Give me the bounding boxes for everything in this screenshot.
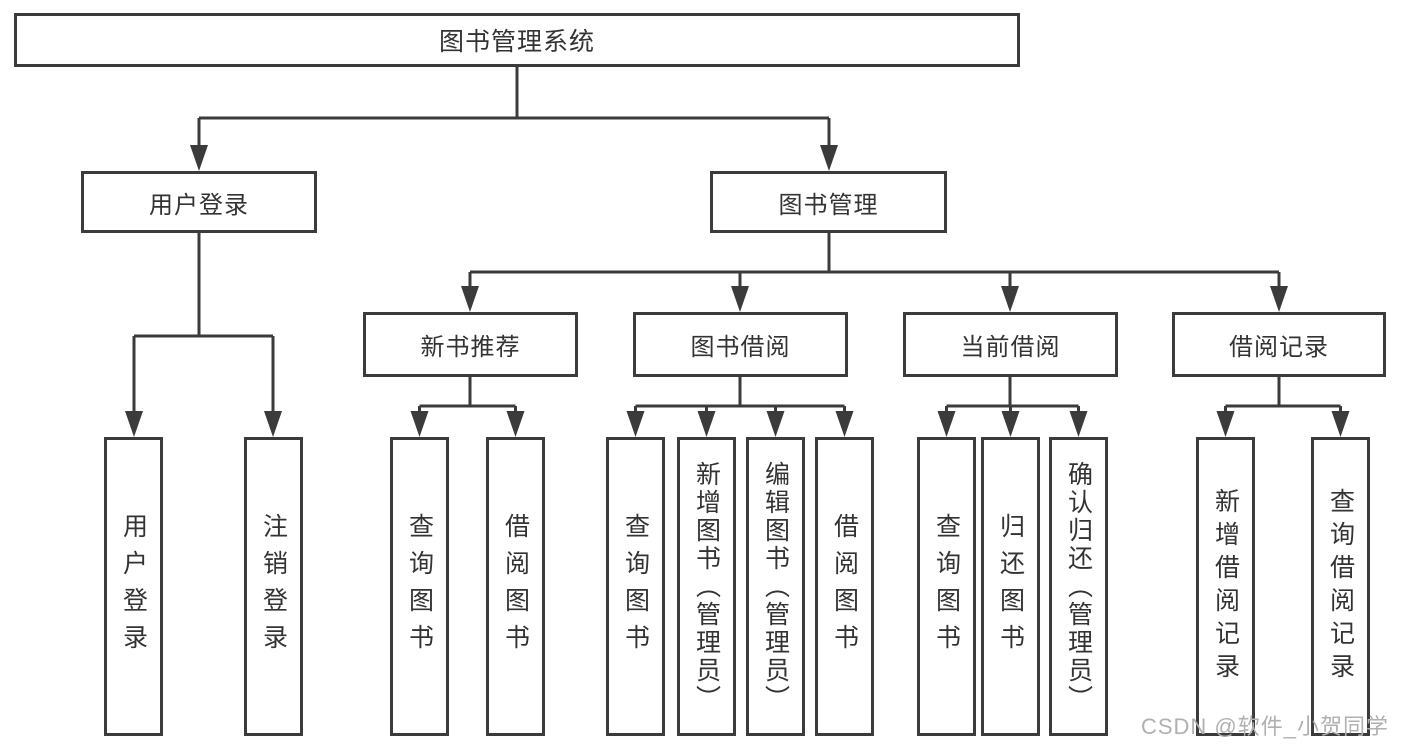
node-label: 新增图书（管理员） bbox=[692, 460, 721, 713]
node-label: 归还图书 bbox=[996, 512, 1025, 661]
node-new-book-recommendation: 新书推荐 bbox=[363, 312, 578, 377]
leaf-query-borrow-record: 查询借阅记录 bbox=[1311, 437, 1370, 736]
node-label: 新书推荐 bbox=[420, 334, 521, 361]
node-current-borrowing: 当前借阅 bbox=[903, 312, 1118, 377]
node-label: 查询图书 bbox=[932, 512, 961, 661]
node-label: 查询图书 bbox=[405, 512, 434, 661]
node-borrowing-records: 借阅记录 bbox=[1172, 312, 1386, 377]
node-label: 确认归还（管理员） bbox=[1064, 460, 1093, 713]
leaf-query-books-3: 查询图书 bbox=[917, 437, 976, 736]
leaf-add-borrow-record: 新增借阅记录 bbox=[1196, 437, 1255, 736]
leaf-borrow-books-2: 借阅图书 bbox=[815, 437, 874, 736]
node-label: 借阅记录 bbox=[1229, 334, 1329, 361]
csdn-watermark: CSDN @软件_小贺同学 bbox=[1140, 714, 1389, 739]
node-label: 编辑图书（管理员） bbox=[761, 460, 790, 713]
node-library-management-system: 图书管理系统 bbox=[14, 13, 1020, 67]
leaf-logout: 注销登录 bbox=[244, 437, 303, 736]
node-label: 图书管理 bbox=[778, 191, 879, 219]
leaf-add-book-admin: 新增图书（管理员） bbox=[677, 437, 736, 736]
node-label: 新增借阅记录 bbox=[1211, 487, 1240, 686]
node-label: 用户登录 bbox=[149, 191, 249, 219]
node-label: 查询借阅记录 bbox=[1326, 487, 1355, 686]
leaf-return-book: 归还图书 bbox=[981, 437, 1040, 736]
leaf-query-books: 查询图书 bbox=[390, 437, 449, 736]
node-label: 用户登录 bbox=[119, 512, 148, 661]
node-label: 注销登录 bbox=[259, 512, 288, 661]
node-book-management: 图书管理 bbox=[710, 171, 947, 233]
leaf-query-books-2: 查询图书 bbox=[606, 437, 665, 736]
node-label: 图书管理系统 bbox=[438, 28, 595, 56]
leaf-edit-book-admin: 编辑图书（管理员） bbox=[746, 437, 805, 736]
node-user-login: 用户登录 bbox=[81, 171, 317, 233]
node-label: 借阅图书 bbox=[830, 512, 859, 661]
node-book-borrowing: 图书借阅 bbox=[633, 312, 848, 377]
node-label: 查询图书 bbox=[621, 512, 650, 661]
leaf-user-login: 用户登录 bbox=[104, 437, 163, 736]
leaf-confirm-return-admin: 确认归还（管理员） bbox=[1049, 437, 1108, 736]
node-label: 图书借阅 bbox=[690, 334, 791, 361]
node-label: 当前借阅 bbox=[960, 334, 1061, 361]
leaf-borrow-books: 借阅图书 bbox=[486, 437, 545, 736]
node-label: 借阅图书 bbox=[501, 512, 530, 661]
